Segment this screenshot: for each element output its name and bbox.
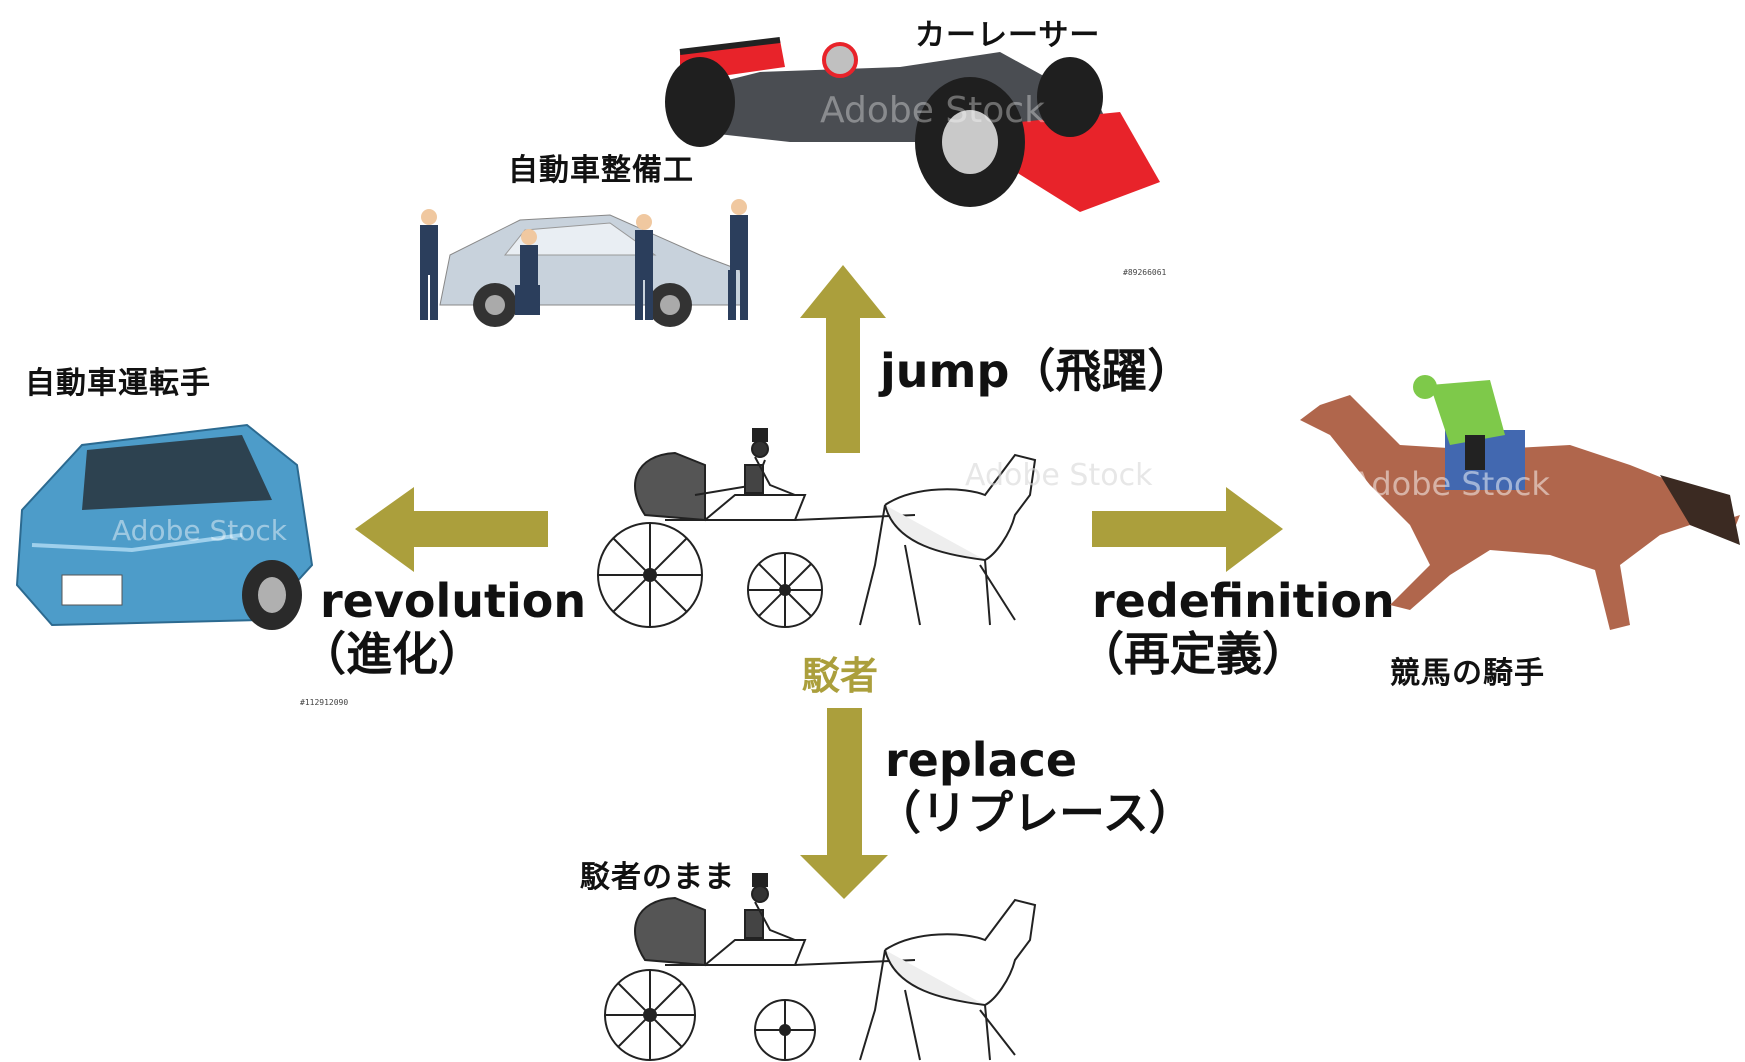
- image-id-car: #112912090: [300, 698, 349, 707]
- jockey-horse-icon: Adobe Stock: [1300, 375, 1740, 630]
- term-replace-ja: （リプレース）: [875, 786, 1195, 840]
- term-revolution: revolution: [320, 574, 587, 628]
- arrow-up: [800, 265, 886, 453]
- term-jump: jump（飛躍）: [880, 344, 1194, 398]
- term-revolution-ja: （進化）: [300, 627, 484, 681]
- center-label: 駁者: [802, 654, 879, 698]
- car-mechanics-icon: [420, 199, 748, 327]
- term-replace: replace: [885, 733, 1078, 787]
- label-carriage-driver: 駁者のまま: [580, 860, 735, 895]
- label-mechanic: 自動車整備工: [508, 153, 694, 188]
- horse-carriage-icon: Adobe Stock: [597, 428, 1153, 628]
- arrow-left: [355, 487, 548, 572]
- car-icon: Adobe Stock: [15, 423, 314, 630]
- race-car-icon: Adobe Stock: [665, 37, 1160, 212]
- svg-text:Adobe Stock: Adobe Stock: [965, 458, 1153, 493]
- term-redefinition-ja: （再定義）: [1078, 627, 1308, 681]
- label-jockey: 競馬の騎手: [1390, 656, 1545, 691]
- term-redefinition: redefinition: [1092, 574, 1395, 628]
- label-car-driver: 自動車運転手: [25, 366, 211, 401]
- arrow-right: [1092, 487, 1283, 572]
- svg-text:Adobe Stock: Adobe Stock: [1350, 465, 1550, 503]
- image-id-race-car: #89266061: [1123, 268, 1167, 277]
- label-race-car: カーレーサー: [915, 18, 1101, 53]
- svg-text:Adobe Stock: Adobe Stock: [112, 514, 288, 547]
- horse-carriage-icon-bottom: [604, 873, 1037, 1061]
- svg-text:Adobe Stock: Adobe Stock: [820, 90, 1045, 131]
- arrow-down: [800, 708, 888, 899]
